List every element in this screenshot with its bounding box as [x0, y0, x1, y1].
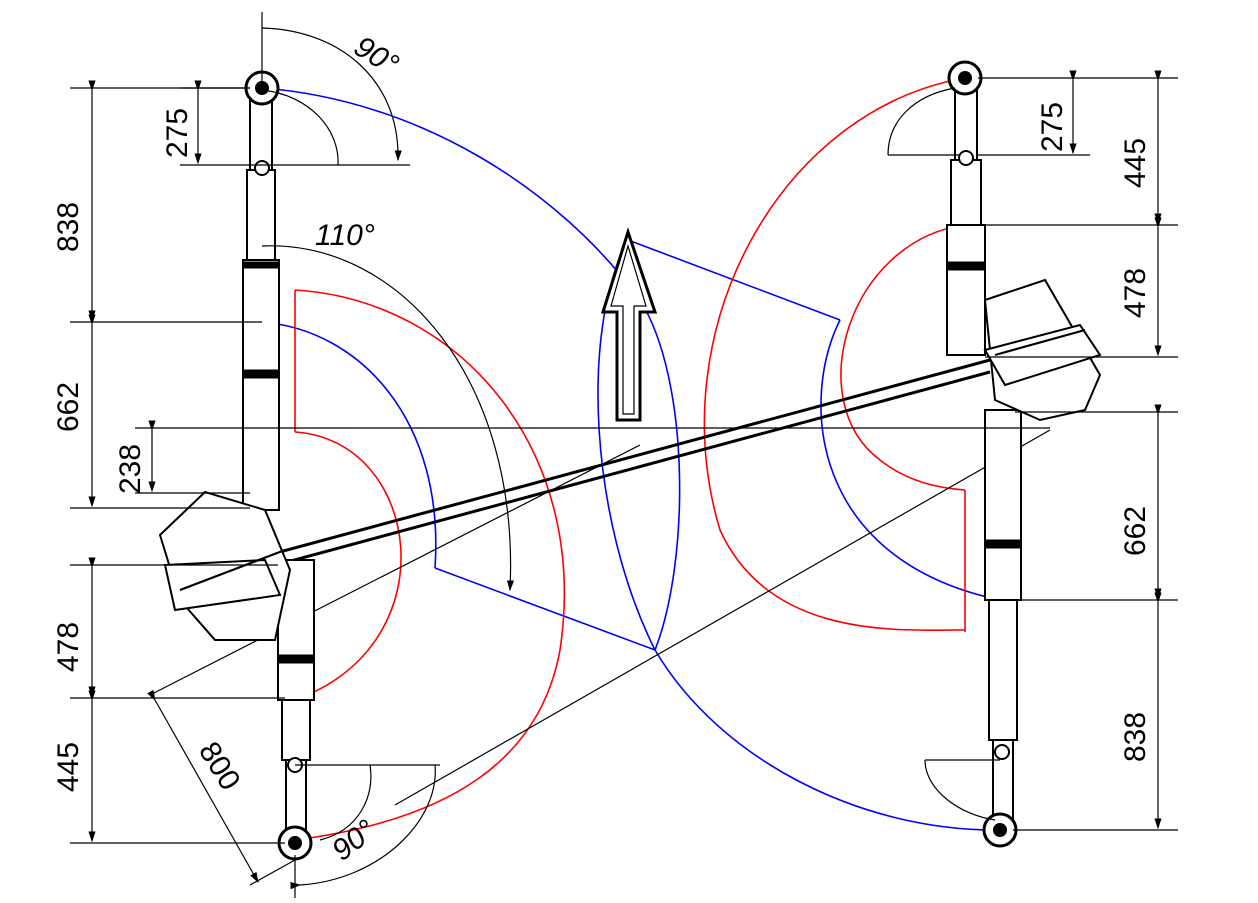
dim-right-478: 478 — [1119, 268, 1152, 318]
left-top-arm-mid — [246, 169, 276, 261]
left-top-pivot-icon — [254, 160, 270, 176]
right-bottom-arm-base — [984, 409, 1022, 601]
blue-line-left — [434, 567, 656, 651]
left-bottom-wheel-icon — [277, 825, 313, 861]
dim-left-478: 478 — [52, 622, 85, 672]
up-arrow-icon — [600, 227, 658, 422]
angle-top-left: 90° — [348, 30, 404, 82]
left-dimension-lines — [70, 80, 1050, 844]
dim-right-275: 275 — [1036, 102, 1069, 152]
right-dimension-lines — [978, 70, 1178, 831]
dim-right-662: 662 — [1119, 506, 1152, 556]
right-top-pivot-icon — [958, 150, 974, 166]
red-swing-paths — [294, 77, 966, 841]
diag-line-right — [394, 429, 1051, 806]
red-arc-left-inner — [294, 431, 402, 699]
right-bottom-arm-mid — [988, 599, 1018, 741]
left-post-arms — [158, 89, 315, 841]
right-top-arm-base — [946, 224, 986, 356]
dim-diag-800: 800 — [192, 736, 247, 796]
dim-right-445: 445 — [1119, 138, 1152, 188]
right-bottom-pivot-icon — [994, 744, 1010, 760]
left-post-plate — [163, 558, 282, 612]
right-post-arms — [946, 79, 1102, 831]
diag-line-left — [149, 444, 641, 696]
right-post-link — [994, 328, 1086, 357]
angle-bottom-left: 90° — [326, 814, 382, 868]
dim-right-838: 838 — [1119, 712, 1152, 762]
left-bottom-arm-mid — [281, 699, 311, 761]
left-top-arm-base — [242, 259, 280, 511]
red-arc-right-inner — [840, 224, 966, 491]
dim-left-445: 445 — [52, 742, 85, 792]
right-top-arm-mid — [950, 159, 982, 226]
up-arrow-inner — [610, 243, 647, 415]
red-arc-left-outer — [294, 289, 566, 841]
blue-arc-bottom-right — [654, 649, 996, 831]
right-top-wheel-icon — [947, 60, 983, 96]
left-post-link — [179, 548, 286, 592]
dim-left-662: 662 — [52, 382, 85, 432]
dim-left-275: 275 — [161, 108, 194, 158]
blue-arc-left-inner — [261, 321, 437, 569]
blue-swing-paths — [261, 87, 1001, 831]
dim-left-238: 238 — [114, 444, 147, 494]
angle-arcs — [147, 12, 1000, 898]
angle-middle: 110° — [315, 219, 375, 252]
right-post-plate — [983, 323, 1102, 387]
cross-beam — [249, 358, 991, 574]
blue-arc-right-inner — [820, 319, 1001, 601]
blue-line-right — [627, 239, 841, 321]
dim-left-838: 838 — [52, 202, 85, 252]
red-arc-right-outer — [703, 77, 966, 632]
